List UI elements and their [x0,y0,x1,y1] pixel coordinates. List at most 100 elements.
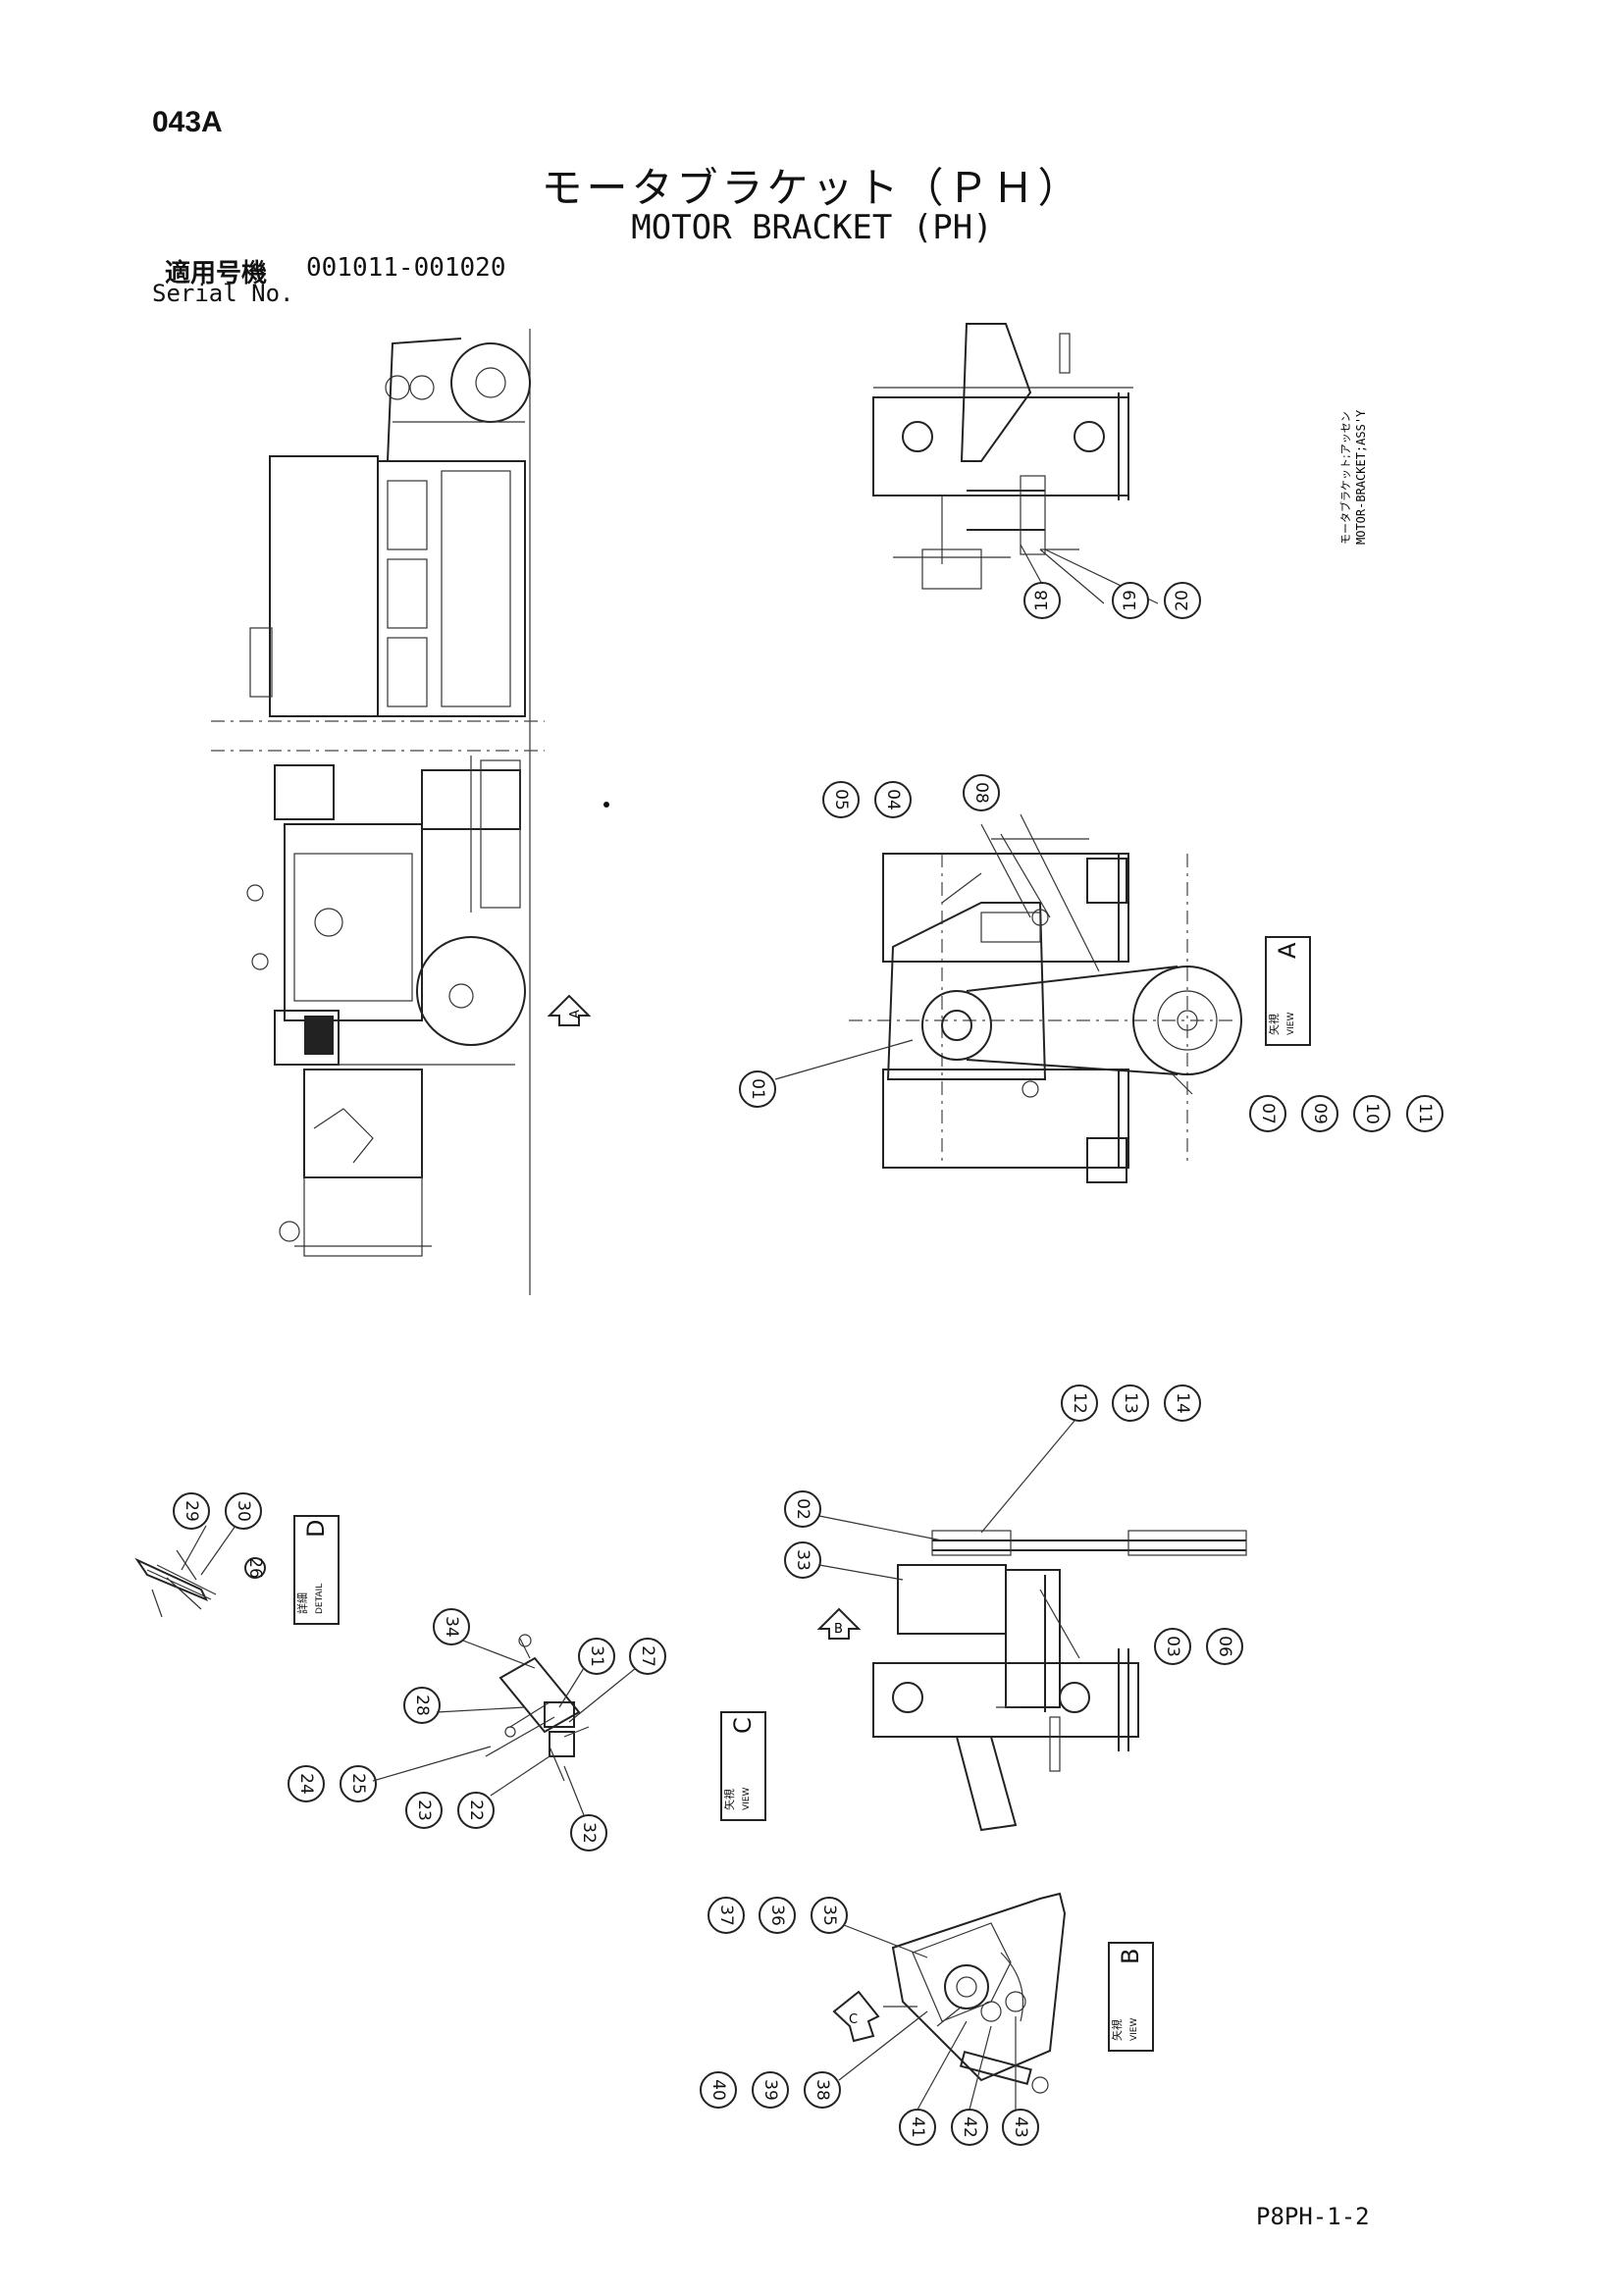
detail-d-label: 詳細 DETAIL D [293,1515,340,1625]
callout-13: 13 [1112,1384,1149,1422]
svg-text:34: 34 [442,1616,461,1638]
arrow-letter-b: B [834,1622,843,1637]
serial-range: 001011-001020 [306,253,506,283]
callout-43: 43 [1002,2109,1039,2146]
callout-01: 01 [739,1070,776,1108]
callout-40: 40 [700,2071,737,2109]
title-japanese: モータブラケット（ＰＨ） [541,164,1083,212]
callout-19: 19 [1112,582,1149,619]
view-c-letter: C [729,1717,757,1734]
callout-22: 22 [457,1792,495,1829]
bracket-view-a [774,813,1242,1183]
view-c-label-jp: 矢視 [722,1789,736,1810]
bracket-top-view [872,323,1159,604]
svg-text:04: 04 [883,789,903,810]
callout-35: 35 [811,1897,848,1934]
svg-text:24: 24 [296,1773,316,1795]
callout-27: 27 [629,1638,666,1675]
detail-d-drawing [134,1549,217,1618]
callout-14: 14 [1164,1384,1201,1422]
callout-30: 30 [225,1492,262,1530]
svg-text:19: 19 [1121,590,1140,611]
svg-text:27: 27 [638,1645,657,1667]
svg-text:06: 06 [1215,1636,1234,1657]
svg-text:43: 43 [1011,2116,1030,2138]
callout-04: 04 [874,781,912,818]
side-note-japanese: モータブラケット;アッセン [1338,411,1352,545]
callout-39: 39 [752,2071,789,2109]
view-b-label: 矢視 VIEW B [1108,1942,1154,2052]
svg-text:41: 41 [908,2116,927,2138]
serial-label-english: Serial No. [152,280,294,307]
svg-text:13: 13 [1121,1392,1140,1414]
svg-text:25: 25 [348,1773,368,1795]
detail-d-label-en: DETAIL [315,1584,325,1614]
callout-28: 28 [403,1687,441,1724]
svg-text:32: 32 [579,1822,599,1844]
callout-24: 24 [288,1765,325,1802]
callout-41: 41 [899,2109,936,2146]
svg-text:29: 29 [182,1500,201,1522]
callout-08: 08 [963,774,1000,811]
svg-text:39: 39 [760,2079,780,2101]
view-c-label-en: VIEW [742,1788,752,1810]
callout-10: 10 [1353,1095,1390,1132]
svg-text:36: 36 [767,1905,787,1926]
svg-text:12: 12 [1070,1392,1089,1414]
callout-18: 18 [1023,582,1061,619]
serial-label-japanese: 適用号機 [165,259,268,288]
arrow-letter-c: C [849,2012,858,2027]
svg-text:20: 20 [1173,590,1192,611]
callout-03: 03 [1154,1628,1191,1665]
callout-34: 34 [433,1608,470,1645]
side-note: モータブラケット;アッセン MOTOR-BRACKET;ASS'Y [1338,409,1368,545]
svg-text:37: 37 [716,1905,736,1926]
arrow-letter-a: A [568,1010,583,1018]
page-reference: P8PH-1-2 [1256,2203,1370,2230]
side-note-english: MOTOR-BRACKET;ASS'Y [1354,409,1368,545]
svg-text:28: 28 [412,1695,432,1716]
callout-33: 33 [784,1541,821,1579]
svg-text:05: 05 [831,789,851,810]
svg-text:11: 11 [1415,1103,1435,1124]
view-b-label-en: VIEW [1129,2018,1139,2041]
callout-25: 25 [340,1765,377,1802]
svg-text:26: 26 [245,1557,265,1579]
detail-d-letter: D [302,1520,330,1538]
callout-12: 12 [1061,1384,1098,1422]
callout-31: 31 [578,1638,615,1675]
callout-38: 38 [804,2071,841,2109]
svg-text:22: 22 [466,1800,486,1821]
callout-07: 07 [1249,1095,1286,1132]
svg-text:01: 01 [748,1078,767,1100]
svg-text:18: 18 [1032,590,1052,611]
callout-06: 06 [1206,1628,1243,1665]
bracket-side-view: B [816,1530,1247,1832]
title-english: MOTOR BRACKET (PH) [631,208,993,247]
svg-text:40: 40 [708,2079,728,2101]
svg-text:07: 07 [1258,1103,1278,1124]
callout-05: 05 [822,781,860,818]
svg-text:09: 09 [1310,1103,1330,1124]
callout-36: 36 [759,1897,796,1934]
view-b-letter: B [1117,1949,1144,1964]
view-a-label: 矢視 VIEW A [1265,936,1311,1046]
view-c-label: 矢視 VIEW C [720,1711,766,1821]
callout-29: 29 [173,1492,210,1530]
svg-text:38: 38 [812,2079,832,2101]
callout-42: 42 [951,2109,988,2146]
callout-26-detail: 26 [244,1557,266,1579]
stray-dot [603,802,609,808]
svg-text:10: 10 [1362,1103,1382,1124]
leader-lines [181,1420,1075,2111]
svg-text:03: 03 [1163,1636,1182,1657]
callout-11: 11 [1406,1095,1443,1132]
view-a-label-en: VIEW [1286,1013,1296,1035]
detail-d-label-jp: 詳細 [295,1592,309,1614]
callout-37: 37 [707,1897,745,1934]
page-code: 043A [152,106,223,138]
svg-text:31: 31 [587,1645,606,1667]
svg-text:23: 23 [414,1800,434,1821]
svg-text:35: 35 [819,1905,839,1926]
